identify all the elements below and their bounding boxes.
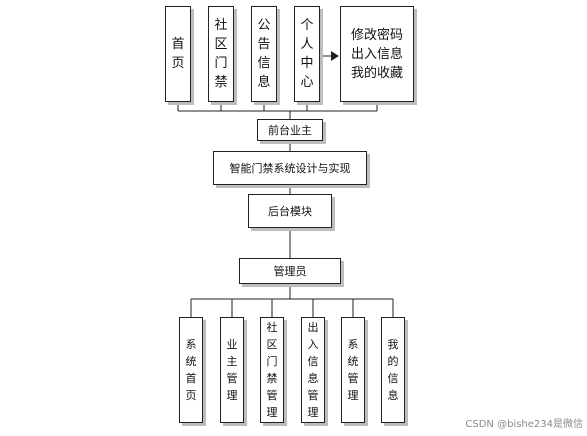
node-personal-center-label: 个人中心 — [300, 18, 314, 90]
node-personal-center: 个人中心 — [294, 6, 320, 102]
node-personal-center-items: 修改密码 出入信息 我的收藏 — [340, 6, 414, 102]
node-my-info-label: 我的信息 — [387, 338, 399, 402]
node-system-label: 智能门禁系统设计与实现 — [229, 162, 351, 175]
node-entry-exit-management-label: 出入信息管理 — [307, 321, 319, 419]
node-system-home-label: 系统首页 — [185, 338, 197, 402]
node-owner-management: 业主管理 — [220, 317, 244, 423]
node-system: 智能门禁系统设计与实现 — [213, 151, 367, 185]
node-admin: 管理员 — [239, 258, 341, 284]
node-home: 首页 — [165, 6, 191, 102]
node-backend: 后台模块 — [248, 194, 332, 228]
node-system-management-label: 系统管理 — [347, 338, 359, 402]
watermark: CSDN @bishe234是微信 — [465, 419, 583, 430]
node-front-owner-label: 前台业主 — [268, 124, 312, 137]
node-access-management: 社区门禁管理 — [260, 317, 284, 423]
personal-item-2: 出入信息 — [350, 46, 403, 62]
arrow-head — [331, 51, 339, 61]
node-community-access-label: 社区门禁 — [214, 18, 228, 90]
node-system-management: 系统管理 — [341, 317, 365, 423]
node-announcement: 公告信息 — [251, 6, 277, 102]
node-front-owner: 前台业主 — [257, 119, 323, 141]
node-announcement-label: 公告信息 — [257, 18, 271, 90]
node-system-home: 系统首页 — [179, 317, 203, 423]
personal-item-3: 我的收藏 — [350, 65, 403, 81]
node-community-access: 社区门禁 — [208, 6, 234, 102]
node-admin-label: 管理员 — [273, 265, 307, 278]
node-home-label: 首页 — [171, 37, 185, 71]
node-owner-management-label: 业主管理 — [226, 338, 238, 402]
personal-item-1: 修改密码 — [350, 27, 403, 43]
node-access-management-label: 社区门禁管理 — [266, 321, 278, 419]
node-backend-label: 后台模块 — [268, 205, 312, 218]
node-my-info: 我的信息 — [381, 317, 405, 423]
node-entry-exit-management: 出入信息管理 — [301, 317, 325, 423]
